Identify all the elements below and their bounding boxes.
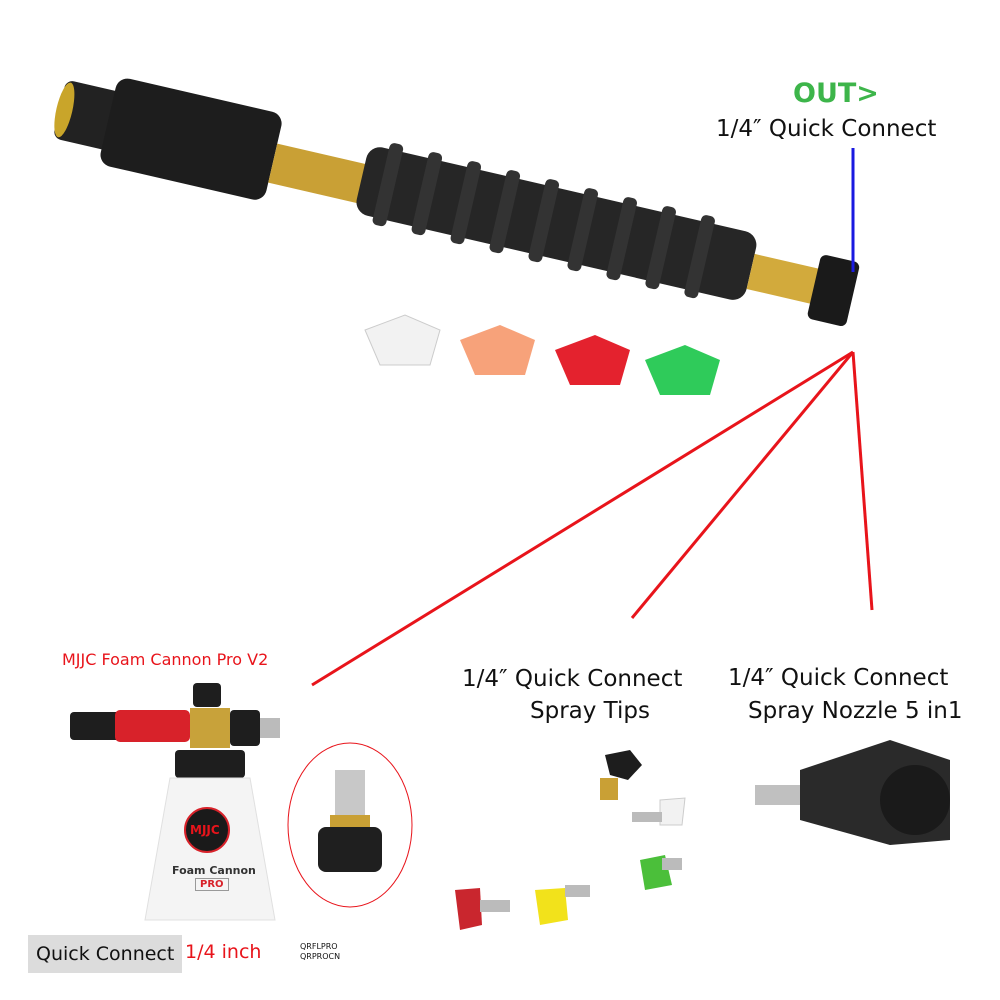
size-label: 1/4 inch	[185, 941, 262, 963]
quick-connect-badge: Quick Connect	[28, 935, 183, 973]
foam-cannon-logo: MJJC	[190, 823, 220, 837]
product-code-1: QRFLPRO	[300, 942, 338, 951]
spray-tips-image	[455, 750, 686, 930]
quick-connect-adapter-image	[287, 742, 413, 908]
spray-tips-label-line1: 1/4″ Quick Connect	[462, 666, 683, 692]
spray-nozzle-pointer-line	[851, 351, 874, 611]
spray-nozzle-5in1-image	[755, 740, 950, 845]
nozzle-holder-manifold	[54, 78, 860, 327]
out-label: OUT>	[793, 78, 879, 109]
foam-cannon-image	[70, 683, 280, 921]
spray-tips-pointer-line	[630, 351, 855, 619]
foam-cannon-title: MJJC Foam Cannon Pro V2	[62, 650, 269, 669]
foam-cannon-pointer-line	[311, 350, 854, 687]
foam-cannon-bottle-text: Foam Cannon	[172, 864, 256, 877]
foam-cannon-bottle-badge: PRO	[195, 878, 229, 891]
spray-tips-label-line2: Spray Tips	[530, 698, 650, 724]
out-quick-connect-label: 1/4″ Quick Connect	[716, 116, 937, 142]
spray-nozzle-label-line1: 1/4″ Quick Connect	[728, 665, 949, 691]
product-code-2: QRPROCN	[300, 952, 341, 961]
manifold-spray-tips	[364, 314, 720, 395]
spray-nozzle-label-line2: Spray Nozzle 5 in1	[748, 698, 963, 724]
